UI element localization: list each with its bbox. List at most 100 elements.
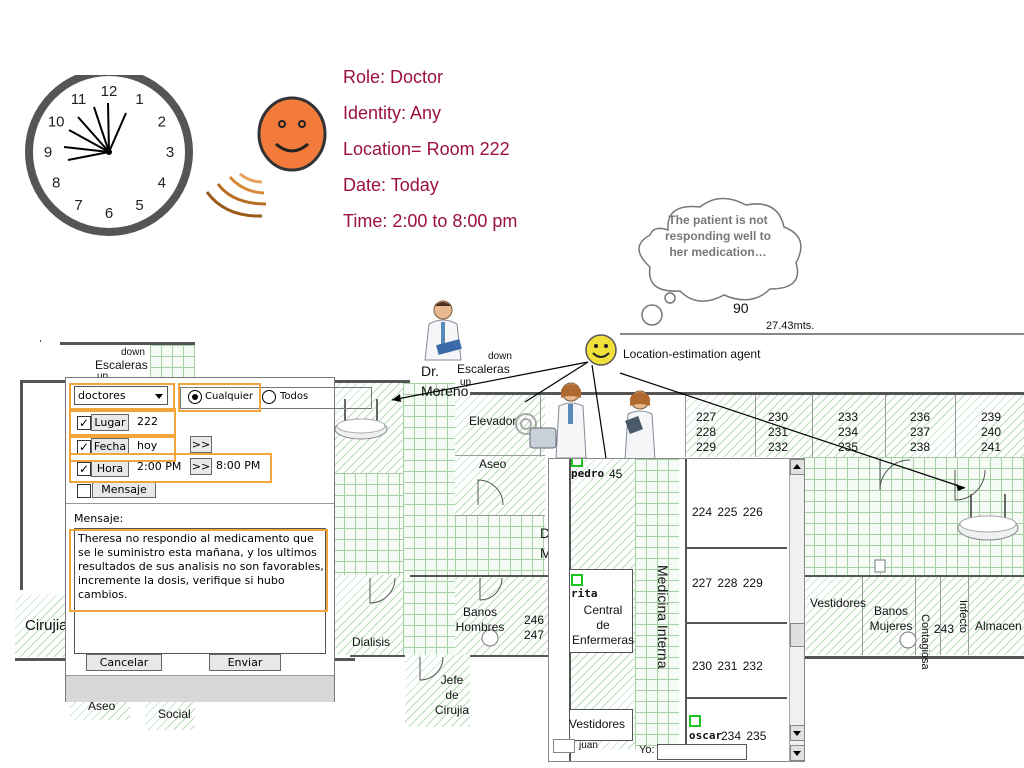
medicina-interna-label: Medicina Interna (655, 565, 671, 669)
user-juan[interactable]: juan (579, 740, 598, 751)
clock-numeral: 3 (166, 144, 174, 161)
signal-waves-icon (205, 172, 267, 218)
stairs-left-up: up (97, 370, 108, 384)
clock-numeral: 7 (74, 197, 82, 214)
panel-rooms-row1: 224 225 226 (692, 505, 763, 519)
fecha-arrow-button[interactable]: >> (190, 436, 212, 453)
thought-bubble-text: The patient is not responding well to he… (664, 213, 771, 259)
user-marker-icon[interactable] (689, 715, 701, 727)
user-pedro[interactable]: pedro (571, 467, 605, 480)
scroll-down-button[interactable] (790, 725, 804, 741)
stairs-mid-down: down (488, 351, 512, 362)
wifi-device-icon (515, 413, 557, 449)
hora-checkbox[interactable]: ✓ (77, 462, 91, 476)
radio-all[interactable] (262, 390, 276, 404)
clock-numeral: 8 (52, 175, 60, 192)
fecha-value[interactable]: hoy (137, 439, 158, 452)
clock-numeral: 11 (71, 91, 87, 108)
agent-label: Location-estimation agent (623, 347, 761, 361)
yo-input[interactable] (657, 744, 747, 760)
dialisis-label: Dialisis (352, 635, 391, 649)
yo-label: Yo: (639, 744, 655, 756)
clock-numeral: 6 (105, 205, 113, 222)
chevron-down-icon (155, 394, 163, 399)
hora-button[interactable]: Hora (91, 460, 129, 477)
stairs-left-label: Escaleras (95, 358, 148, 372)
partial-m-label: M (540, 545, 552, 561)
stairs-left-down: down (121, 347, 145, 358)
lugar-button[interactable]: Lugar (91, 414, 129, 431)
panel-number-45: 45 (609, 467, 623, 481)
location-text: Location= Room 222 (343, 139, 510, 159)
scroll-thumb[interactable] (790, 623, 804, 647)
panel-scrollbar[interactable] (789, 459, 804, 761)
recipient-select[interactable]: doctores (74, 386, 168, 405)
clock-numeral: 5 (135, 197, 143, 214)
user-marker-icon[interactable] (571, 574, 583, 586)
user-oscar[interactable]: oscar (689, 729, 723, 742)
lugar-value[interactable]: 222 (137, 415, 158, 428)
wireless-router-icon (334, 399, 388, 440)
arrow-down-icon (793, 731, 801, 736)
message-dialog: doctores Cualquier Todos ✓ Lugar 222 ✓ F… (65, 377, 372, 702)
doctor-name-line1: Dr. (421, 363, 439, 379)
thought-bubble (638, 197, 802, 326)
clock-numeral: 2 (158, 114, 166, 131)
radio-any-label: Cualquier (205, 391, 253, 402)
clock-hands (63, 102, 127, 161)
elevator-label: Elevador (469, 414, 517, 428)
user-rita[interactable]: rita (571, 587, 598, 600)
social-label: Social (158, 707, 191, 721)
clock-numeral: 10 (48, 114, 65, 131)
panel-rooms-row4: 234 235 (721, 729, 767, 743)
room-243-label: 243 (934, 622, 955, 636)
scroll-down-button[interactable] (790, 745, 804, 761)
aseo-top-label: Aseo (479, 457, 507, 471)
stairs-mid-label: Escaleras (457, 362, 510, 376)
mensaje-button[interactable]: Mensaje (92, 481, 156, 498)
mensaje-checkbox[interactable] (77, 484, 91, 498)
radio-any[interactable] (188, 390, 202, 404)
hora-from-value[interactable]: 2:00 PM (137, 460, 182, 473)
nurse-figure-icon (555, 382, 587, 459)
smiley-face-icon (257, 96, 327, 172)
message-text: Theresa no respondio al medicamento que … (78, 532, 324, 601)
message-textarea[interactable]: Theresa no respondio al medicamento que … (74, 528, 326, 654)
cancel-button[interactable]: Cancelar (86, 654, 162, 671)
arrow-down-icon (793, 751, 801, 756)
recipient-select-value: doctores (78, 389, 126, 402)
scroll-up-button[interactable] (790, 459, 804, 475)
hora-arrow-button[interactable]: >> (190, 458, 212, 475)
hora-to-value[interactable]: 8:00 PM (216, 459, 261, 472)
send-button[interactable]: Enviar (209, 654, 281, 671)
number-90: 90 (733, 300, 749, 316)
aseo-bottom-label: Aseo (88, 699, 116, 713)
clock-numeral: 4 (158, 175, 166, 192)
user-marker-icon[interactable] (571, 459, 583, 467)
vestidores-right-label: Vestidores (810, 596, 867, 610)
panel-vestidores-label: Vestidores (569, 717, 626, 731)
date-text: Date: Today (343, 175, 439, 195)
clock-numeral: 12 (101, 83, 118, 100)
lugar-checkbox[interactable]: ✓ (77, 416, 91, 430)
mensaje-label: Mensaje: (74, 512, 124, 525)
radio-dot (192, 394, 198, 400)
panel-rooms-row2: 227 228 229 (692, 576, 763, 590)
role-text: Role: Doctor (343, 67, 444, 87)
panel-rooms-row3: 230 231 232 (692, 659, 763, 673)
clock-numeral: 1 (135, 91, 143, 108)
nurse-figure-icon (624, 390, 656, 460)
identity-text: Identity: Any (343, 103, 442, 123)
radio-all-label: Todos (280, 391, 309, 402)
